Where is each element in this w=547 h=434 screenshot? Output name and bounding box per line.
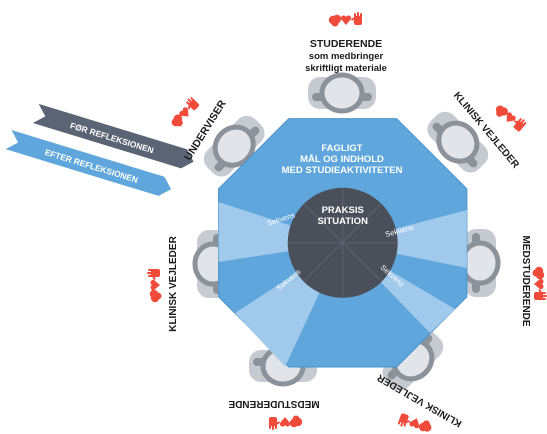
supervisor-left-label: KLINISK VEJLEDER	[168, 235, 179, 331]
goal-line-3: MED STUDIEAKTIVITETEN	[282, 165, 403, 176]
goal-line-2: MÅL OG INDHOLD	[300, 154, 384, 165]
icons-supervisor-bottom-right	[397, 411, 434, 434]
icons-fellow-student-right	[532, 266, 547, 300]
icons-supervisor-top-right	[492, 100, 528, 134]
icons-fellow-student-bottom	[269, 415, 303, 430]
seat-student	[308, 75, 376, 111]
supervisor-bottom-right-label: KLINISK VEJLEDER	[375, 371, 464, 429]
center-title-1: PRAKSIS	[322, 205, 364, 216]
student-label-line-2: som medbringer	[309, 51, 384, 62]
icons-teacher	[167, 96, 201, 130]
student-label-line-1: STUDERENDE	[310, 38, 382, 50]
center-title-2: SITUATION	[317, 216, 368, 227]
icons-supervisor-left	[147, 269, 162, 303]
student-label-line-3: skriftligt materiale	[305, 63, 387, 74]
center-dividers	[288, 188, 397, 297]
fellow-student-right-label: MEDSTUDERENDE	[520, 235, 531, 326]
sequence-wedge-2	[342, 210, 467, 268]
fellow-student-bottom-label: MEDSTUDERENDE	[228, 398, 319, 409]
goal-line-1: FAGLIGT	[321, 143, 362, 154]
icons-student	[328, 12, 362, 27]
